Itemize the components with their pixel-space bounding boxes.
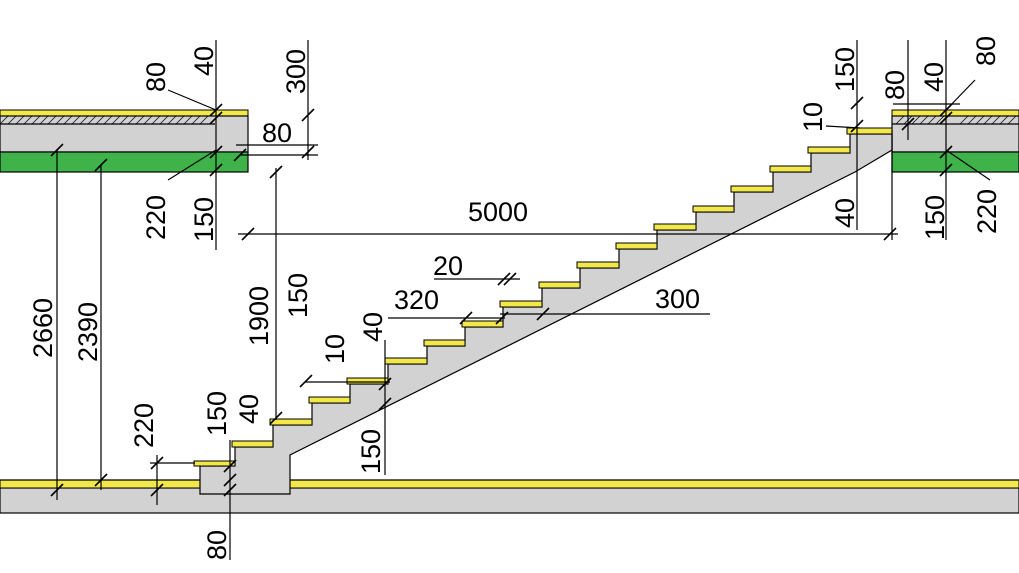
dim-top-left-40: 40	[189, 46, 219, 76]
dim-mid-1900: 1900	[244, 286, 274, 346]
tread-finishes	[193, 127, 893, 467]
dim-top-left-300: 300	[281, 49, 311, 94]
dim-left-2390: 2390	[73, 302, 103, 362]
dim-mid-150: 150	[283, 273, 313, 318]
upper-left-hatch	[0, 115, 209, 125]
dim-left-2660: 2660	[28, 298, 58, 358]
dim-top-left-80b: 80	[262, 118, 292, 148]
upper-left-slab	[0, 109, 249, 173]
dim-bottom-150: 150	[202, 391, 232, 436]
dim-right-40: 40	[830, 198, 860, 228]
upper-right-slab	[891, 109, 1019, 173]
dim-nosing-20: 20	[433, 251, 463, 281]
dim-top-right-80: 80	[880, 70, 910, 100]
dim-top-right-40: 40	[919, 62, 949, 92]
dim-bottom-40: 40	[234, 394, 264, 424]
dim-bottom-220: 220	[129, 403, 159, 448]
dim-top-left-150: 150	[189, 197, 219, 242]
dim-bottom-150b: 150	[356, 429, 386, 474]
dim-right-220: 220	[972, 189, 1002, 234]
dimension-labels: 80 40 300 80 220 150 10 150 80 40 80 40 …	[28, 36, 1002, 560]
dim-right-150: 150	[920, 195, 950, 240]
dim-top-right-80b: 80	[971, 36, 1001, 66]
dim-mid-10: 10	[320, 334, 350, 364]
dim-tread-300: 300	[655, 284, 700, 314]
dim-top-right-150: 150	[830, 47, 860, 92]
dimension-lines	[50, 40, 991, 560]
dim-top-left-80: 80	[141, 62, 171, 92]
dim-mid-40: 40	[358, 312, 388, 342]
dim-top-left-220: 220	[141, 195, 171, 240]
dim-top-right-10: 10	[798, 102, 828, 132]
dim-bottom-80: 80	[202, 530, 232, 560]
dim-tread-320: 320	[394, 285, 439, 315]
upper-right-hatch	[895, 115, 1017, 125]
dim-span-5000: 5000	[468, 197, 528, 227]
bottom-floor-slab	[0, 479, 1019, 514]
